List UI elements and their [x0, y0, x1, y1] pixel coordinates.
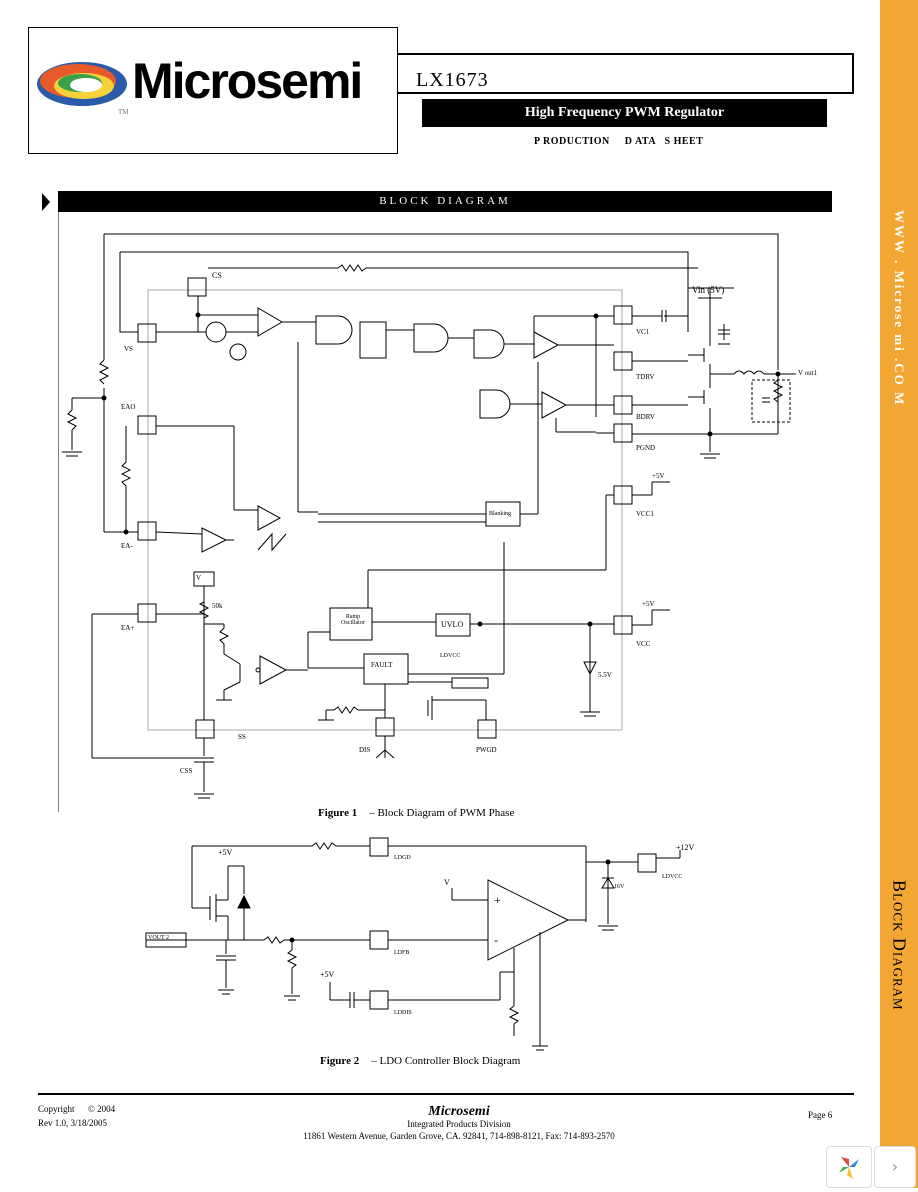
label-vs: VS [124, 345, 133, 353]
chevron-right-icon: › [891, 1157, 899, 1176]
label-pgnd: PGND [636, 444, 656, 452]
ldo-label-16v: 16V [614, 884, 625, 890]
ldo-label-plus5v-bottom: +5V [320, 970, 335, 979]
label-css: CSS [180, 767, 193, 775]
pin-ea-minus [137, 521, 157, 541]
logo-box [28, 27, 398, 154]
figure1-block-diagram [58, 212, 796, 812]
side-tab-curve [882, 820, 918, 1188]
label-ea-minus: EA- [121, 542, 133, 550]
section-title: BLOCK DIAGRAM [58, 191, 832, 212]
pin-ea-plus [137, 603, 157, 623]
label-vcc1: VCC1 [636, 510, 654, 518]
label-bdrv: BDRV [636, 413, 655, 421]
label-vin: Vin (5V) [692, 285, 725, 295]
pin-vcc1 [613, 485, 633, 505]
ldo-pin-ldfb: LDFB [394, 950, 410, 956]
trademark: TM [118, 108, 129, 116]
footer-page: Page 6 [808, 1110, 833, 1120]
pin-vs [137, 323, 157, 343]
footer-division: Integrated Products Division [407, 1119, 511, 1129]
label-vref: V [196, 574, 202, 582]
label-blanking: Blanking [489, 511, 511, 517]
figure1-caption: Figure 1– Block Diagram of PWM Phase [318, 807, 515, 819]
ldo-label-vout2: VOUT 2 [148, 935, 170, 941]
next-page-button[interactable]: › [874, 1146, 916, 1188]
label-ss: SS [238, 733, 246, 741]
footer-company: Microsemi [428, 1104, 490, 1119]
viewer-logo-button[interactable] [826, 1146, 872, 1188]
side-title: Block Diagram [889, 880, 910, 1011]
block-ramp-oscillator [329, 607, 373, 641]
pin-ldgd [369, 837, 389, 857]
part-number: LX1673 [416, 69, 489, 91]
pin-bdrv [613, 395, 633, 415]
pin-tdrv [613, 351, 633, 371]
pin-vcc [613, 615, 633, 635]
ldo-pin-lddis: LDDIS [394, 1010, 412, 1016]
label-ramp-oscillator: Ramp Oscillator [341, 614, 365, 626]
pin-ldvcc [637, 853, 657, 873]
label-fault: FAULT [371, 661, 393, 669]
pin-dis [375, 717, 395, 737]
side-url: WWW . Microse mi .CO M [892, 210, 907, 407]
label-eao: EAO [121, 403, 136, 411]
ldo-label-minus: - [494, 933, 498, 947]
figure2-label: Figure 2 [320, 1055, 360, 1067]
pin-pwgd [477, 719, 497, 739]
pin-cs [187, 277, 207, 297]
label-pwgd: PWGD [476, 746, 497, 754]
footer-address: 11861 Western Avenue, Garden Grove, CA. … [303, 1131, 615, 1141]
pinwheel-icon [839, 1157, 859, 1179]
label-ldvcc: LDVCC [440, 653, 461, 659]
pin-pgnd [613, 423, 633, 443]
figure2-caption: Figure 2– LDO Controller Block Diagram [320, 1055, 521, 1067]
subtitle: P RODUCTION D ATA S HEET [534, 136, 704, 147]
label-vc1: VC1 [636, 328, 650, 336]
label-50k: 50k [212, 602, 223, 610]
ldo-label-plus5v: +5V [218, 848, 233, 857]
block-uvlo [435, 613, 471, 637]
label-ea-plus: EA+ [121, 624, 135, 632]
footer-center: Microsemi Integrated Products Division 1… [0, 1104, 918, 1142]
label-cs: CS [212, 271, 222, 280]
label-vout1: V out1 [798, 369, 818, 377]
pin-ss [195, 719, 215, 739]
label-5v5: 5.5V [598, 671, 612, 679]
label-vcc: VCC [636, 640, 651, 648]
microsemi-logo-icon [37, 62, 127, 106]
part-number-box [398, 53, 854, 94]
ldo-pin-ldgd: LDGD [394, 855, 411, 861]
figure2-ldo-diagram [145, 837, 681, 1051]
pin-eao [137, 415, 157, 435]
footer-left: Copyright © 2004 Rev 1.0, 3/18/2005 [38, 1104, 116, 1128]
section-arrow-icon [42, 193, 50, 211]
ldo-label-plus: + [494, 893, 501, 907]
pin-vc1 [613, 305, 633, 325]
logo-text: Microsemi [132, 53, 363, 109]
label-uvlo: UVLO [441, 620, 464, 629]
ldo-label-vref: V [444, 878, 450, 887]
label-dis: DIS [359, 746, 371, 754]
pin-lddis [369, 990, 389, 1010]
block-fault [363, 653, 409, 685]
footer-rule [38, 1093, 854, 1095]
ldo-label-plus12v: +12V [676, 843, 695, 852]
pin-ldfb [369, 930, 389, 950]
ldo-pin-ldvcc: LDVCC [662, 874, 683, 880]
label-plus5v-b: +5V [642, 600, 655, 608]
figure1-label: Figure 1 [318, 807, 358, 819]
label-plus5v-a: +5V [652, 472, 665, 480]
label-tdrv: TDRV [636, 373, 655, 381]
title-bar: High Frequency PWM Regulator [422, 99, 827, 127]
